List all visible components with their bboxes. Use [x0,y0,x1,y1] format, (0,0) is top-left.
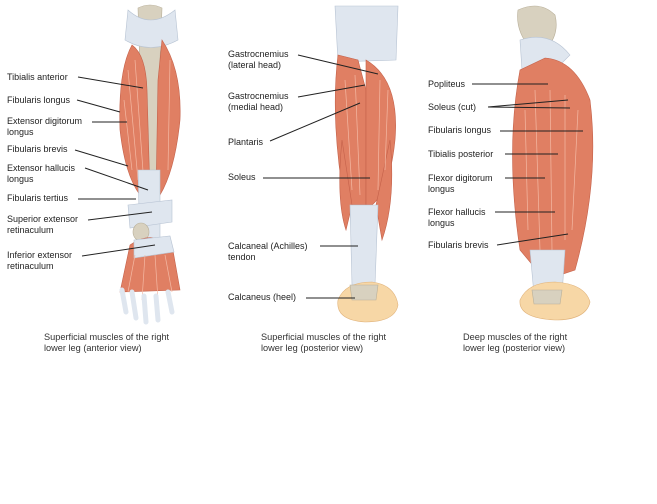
label-tibialis-anterior: Tibialis anterior [7,72,68,82]
leg-anterior-illustration [119,4,181,325]
label-calcaneal-tendon: Calcaneal (Achilles)tendon [228,241,308,262]
labels-anterior: Tibialis anterior Fibularis longus Exten… [7,72,156,271]
label-fibularis-brevis-deep: Fibularis brevis [428,240,489,250]
leader-line [84,167,149,191]
label-soleus: Soleus [228,172,256,182]
leader-line [297,84,366,98]
label-tibialis-posterior: Tibialis posterior [428,149,493,159]
label-soleus-cut: Soleus (cut) [428,102,476,112]
leader-line [76,99,121,113]
label-plantaris: Plantaris [228,137,264,147]
leader-line [496,233,569,246]
leader-line [77,76,144,89]
labels-posterior-superficial: Gastrocnemius(lateral head) Gastrocnemiu… [228,49,379,302]
label-gastrocnemius-medial: Gastrocnemius(medial head) [228,91,289,112]
labels-posterior-deep: Popliteus Soleus (cut) Fibularis longus … [428,79,583,250]
leader-line [487,106,571,109]
leader-line [487,99,569,108]
leader-line [269,102,361,142]
leader-line [74,149,129,167]
label-fibularis-tertius: Fibularis tertius [7,193,69,203]
label-calcaneus: Calcaneus (heel) [228,292,296,302]
leader-line [87,211,153,221]
label-fibularis-longus: Fibularis longus [7,95,71,105]
label-popliteus: Popliteus [428,79,466,89]
leader-line [81,244,156,257]
label-fibularis-longus-deep: Fibularis longus [428,125,492,135]
label-fibularis-brevis: Fibularis brevis [7,144,68,154]
leader-line [297,54,379,75]
label-gastrocnemius-lateral: Gastrocnemius(lateral head) [228,49,289,70]
leg-posterior-superficial-illustration [334,5,399,323]
leg-posterior-deep-illustration [512,5,594,321]
